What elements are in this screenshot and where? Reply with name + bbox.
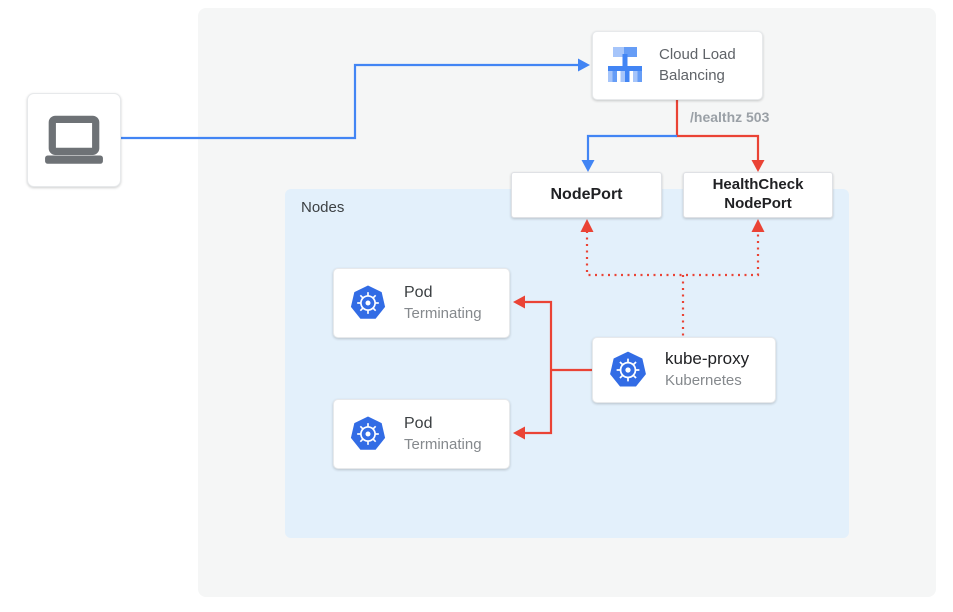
healthcheck-nodeport-label: HealthCheck NodePort: [712, 176, 804, 212]
healthcheck-nodeport-card: HealthCheck NodePort: [683, 172, 833, 218]
kubernetes-icon: [348, 283, 388, 323]
pod-title: Pod: [404, 415, 433, 433]
kube-proxy-title: kube-proxy: [665, 349, 750, 369]
kubernetes-icon: [348, 414, 388, 454]
pod-terminating-card-1: Pod Terminating: [333, 268, 510, 338]
pod-subtitle: Terminating: [404, 304, 482, 322]
laptop-icon: [43, 113, 105, 167]
cloud-load-balancing-label: Cloud Load Balancing: [659, 46, 736, 84]
client-laptop-card: [27, 93, 121, 187]
nodeport-card: NodePort: [511, 172, 662, 218]
nodeport-label: NodePort: [550, 186, 623, 203]
pod-subtitle: Terminating: [404, 435, 482, 453]
pod-title: Pod: [404, 284, 433, 302]
kube-proxy-card: kube-proxy Kubernetes: [592, 337, 776, 403]
nodes-panel-label: Nodes: [301, 199, 345, 216]
kubernetes-icon: [607, 349, 649, 391]
kube-proxy-subtitle: Kubernetes: [665, 372, 742, 390]
cloud-load-balancing-icon: [603, 44, 647, 88]
healthz-status-label: /healthz 503: [690, 109, 770, 125]
pod-terminating-card-2: Pod Terminating: [333, 399, 510, 469]
cloud-load-balancing-card: Cloud Load Balancing: [592, 31, 763, 100]
